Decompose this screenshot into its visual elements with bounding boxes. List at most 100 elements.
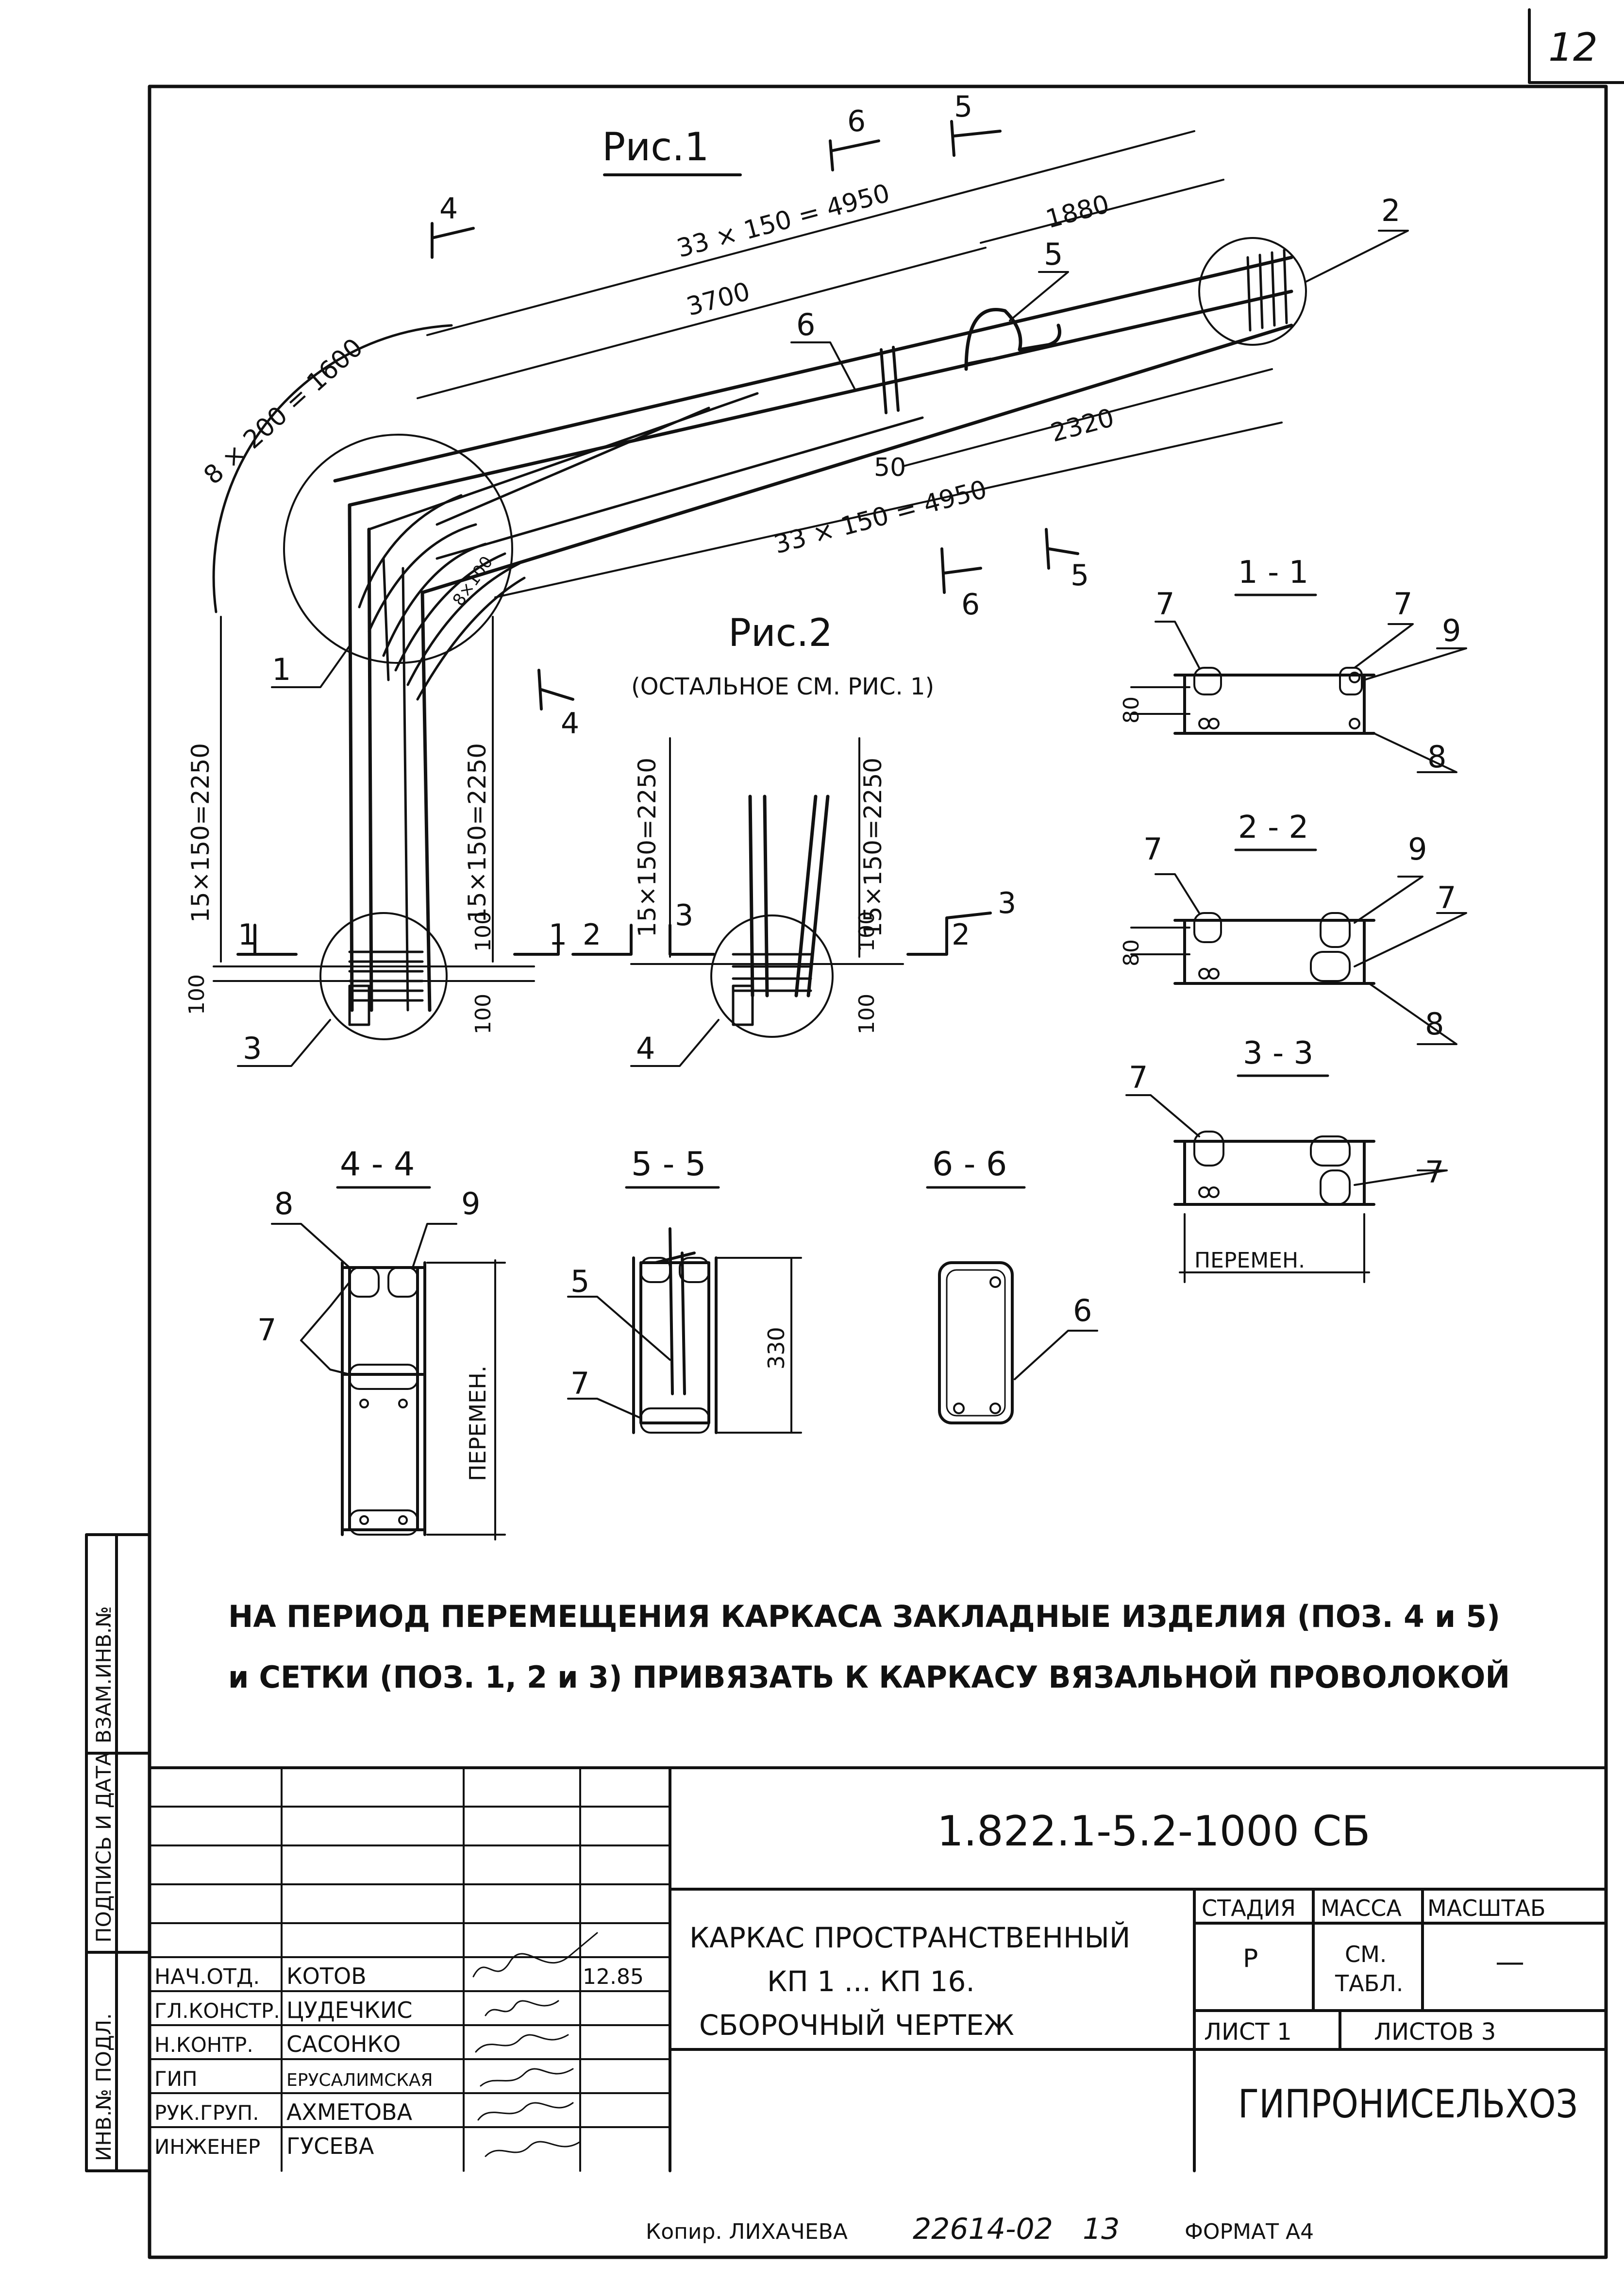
sig-name-5: АХМЕТОВА [286, 2099, 413, 2125]
title-line-3: СБОРОЧНЫЙ ЧЕРТЕЖ [699, 2008, 1014, 2042]
dim-50: 50 [874, 453, 906, 482]
dim-vertical-left: 15×150=2250 [186, 743, 215, 923]
section-title-4-4: 4 - 4 [340, 1145, 415, 1184]
sig-date-1: 12.85 [583, 1964, 644, 1989]
section-title-3-3: 3 - 3 [1243, 1035, 1313, 1071]
note-line-2: и СЕТКИ (ПОЗ. 1, 2 и 3) ПРИВЯЗАТЬ К КАРК… [228, 1659, 1510, 1695]
title-line-1: КАРКАС ПРОСТРАНСТВЕННЫЙ [689, 1921, 1130, 1954]
scale-value: — [1495, 1945, 1524, 1979]
section-title-2-2: 2 - 2 [1238, 810, 1308, 846]
stamp-inv-vzam: ВЗАМ.ИНВ.№ [92, 1606, 116, 1743]
sig-name-2: ЦУДЕЧКИС [286, 1997, 412, 2023]
sig-role-3: Н.КОНТР. [154, 2033, 253, 2057]
sig-name-6: ГУСЕВА [286, 2133, 374, 2159]
pos-3: 3 [243, 1031, 262, 1066]
s11-pos-8: 8 [1427, 739, 1446, 775]
section-mark-5-top: 5 [954, 90, 972, 124]
s33-pos-7-right: 7 [1425, 1154, 1444, 1190]
section-mark-4-top: 4 [439, 192, 458, 226]
organization: ГИПРОНИСЕЛЬХОЗ [1238, 2081, 1578, 2127]
dim-arc: 8 × 200 = 1600 [199, 333, 369, 490]
signatures: НАЧ.ОТД. КОТОВ 12.85 ГЛ.КОНСТР. ЦУДЕЧКИС… [154, 1932, 644, 2159]
s55-pos-7: 7 [570, 1366, 589, 1401]
s11-pos-9: 9 [1442, 613, 1461, 648]
footer-copied: Копир. ЛИХАЧЕВА [646, 2219, 848, 2244]
figure-2: Рис.2 (ОСТАЛЬНОЕ СМ. РИС. 1) 15×150=2250… [571, 611, 1016, 1067]
sig-role-2: ГЛ.КОНСТР. [154, 1999, 280, 2023]
section-6-6: 6 - 6 6 [926, 1145, 1098, 1424]
handwritten-signatures [472, 1932, 598, 2157]
pos-6-fig1: 6 [796, 307, 815, 342]
sig-name-4: ЕРУСАЛИМСКАЯ [286, 2070, 433, 2090]
drawing-frame [148, 85, 1608, 2259]
fig2-dim-vertical-left: 15×150=2250 [633, 758, 661, 937]
title-block: НАЧ.ОТД. КОТОВ 12.85 ГЛ.КОНСТР. ЦУДЕЧКИС… [148, 1766, 1607, 2172]
stamp-inv-podl: ИНВ.№ ПОДЛ. [92, 2013, 116, 2161]
fig2-subtitle: (ОСТАЛЬНОЕ СМ. РИС. 1) [631, 673, 934, 700]
dim-1880: 1880 [1043, 189, 1112, 234]
figure-1: Рис.1 8 × 200 = 1600 33 × 150 = 4950 188… [184, 90, 1409, 1067]
dim-100-right-top: 100 [471, 911, 496, 952]
dim-80-s11: 80 [1119, 696, 1144, 724]
s44-pos-7: 7 [257, 1312, 276, 1348]
s33-pos-7-left: 7 [1129, 1060, 1148, 1095]
dim-variable-s44: ПЕРЕМЕН. [465, 1366, 491, 1481]
mass-value-1: СМ. [1345, 1941, 1387, 1967]
dim-vertical-right: 15×150=2250 [463, 743, 491, 923]
section-4-4: 4 - 4 ПЕРЕМЕН. 8 9 7 [257, 1145, 506, 1540]
section-mark-5-bottom: 5 [1071, 558, 1089, 592]
s11-pos-7-right: 7 [1393, 586, 1412, 622]
sheet-number: ЛИСТ 1 [1204, 2018, 1292, 2046]
document-code: 1.822.1-5.2-1000 СБ [937, 1807, 1370, 1856]
title-line-2: КП 1 ... КП 16. [767, 1965, 975, 1998]
page-number-box: 12 [1528, 8, 1624, 84]
footer: Копир. ЛИХАЧЕВА 22614-02 13 ФОРМАТ А4 [646, 2212, 1314, 2246]
section-3-3: 3 - 3 ПЕРЕМЕН. 7 7 [1125, 1035, 1448, 1283]
s22-pos-7-left: 7 [1143, 831, 1162, 867]
s22-pos-8: 8 [1425, 1006, 1444, 1042]
dim-3700: 3700 [684, 277, 753, 321]
s22-pos-7-right: 7 [1437, 880, 1456, 915]
note-line-1: НА ПЕРИОД ПЕРЕМЕЩЕНИЯ КАРКАСА ЗАКЛАДНЫЕ … [228, 1599, 1500, 1634]
section-mark-4-bottom: 4 [561, 707, 579, 741]
section-mark-1-left: 1 [238, 918, 256, 952]
dim-100-right-bottom: 100 [471, 994, 496, 1034]
sheets-total: ЛИСТОВ 3 [1374, 2018, 1496, 2046]
sig-role-5: РУК.ГРУП. [154, 2101, 259, 2125]
s66-pos-6: 6 [1073, 1293, 1092, 1328]
pos-4: 4 [636, 1031, 655, 1066]
section-mark-6-bottom: 6 [961, 588, 980, 622]
s22-pos-9: 9 [1408, 831, 1427, 867]
s44-pos-8: 8 [274, 1186, 293, 1221]
dim-variable-s33: ПЕРЕМЕН. [1194, 1248, 1305, 1273]
fig2-dim-vertical-right: 15×150=2250 [859, 758, 887, 937]
section-title-5-5: 5 - 5 [631, 1145, 706, 1184]
dim-2320: 2320 [1048, 403, 1117, 448]
section-5-5: 5 - 5 330 5 7 [567, 1145, 802, 1434]
fig2-title: Рис.2 [728, 611, 833, 655]
fig2-section-mark-3-right: 3 [998, 886, 1016, 920]
footer-format: ФОРМАТ А4 [1185, 2219, 1314, 2244]
section-1-1: 1 - 1 80 7 7 9 8 [1119, 555, 1467, 775]
fig2-section-mark-2-left: 2 [583, 918, 601, 952]
dim-80-s22: 80 [1119, 939, 1144, 966]
mass-label: МАССА [1321, 1895, 1402, 1921]
pos-1: 1 [272, 652, 291, 687]
assembly-note: НА ПЕРИОД ПЕРЕМЕЩЕНИЯ КАРКАСА ЗАКЛАДНЫЕ … [228, 1599, 1510, 1695]
footer-inventory: 22614-02 [913, 2212, 1053, 2246]
sig-name-3: САСОНКО [286, 2031, 401, 2057]
s55-pos-5: 5 [570, 1264, 589, 1299]
pos-5-fig1: 5 [1044, 237, 1063, 272]
dim-330: 330 [763, 1327, 789, 1370]
page-number: 12 [1548, 25, 1598, 70]
dim-100-left: 100 [184, 974, 209, 1015]
stage-label: СТАДИЯ [1202, 1895, 1296, 1921]
mass-value-2: ТАБЛ. [1335, 1970, 1403, 1996]
scale-label: МАСШТАБ [1427, 1895, 1546, 1921]
pos-2: 2 [1381, 193, 1400, 228]
section-mark-6-top: 6 [847, 104, 866, 138]
section-2-2: 2 - 2 80 7 9 7 8 [1119, 810, 1467, 1045]
stamp-sign-date: ПОДПИСЬ И ДАТА [92, 1752, 116, 1943]
fig1-title: Рис.1 [602, 124, 709, 169]
